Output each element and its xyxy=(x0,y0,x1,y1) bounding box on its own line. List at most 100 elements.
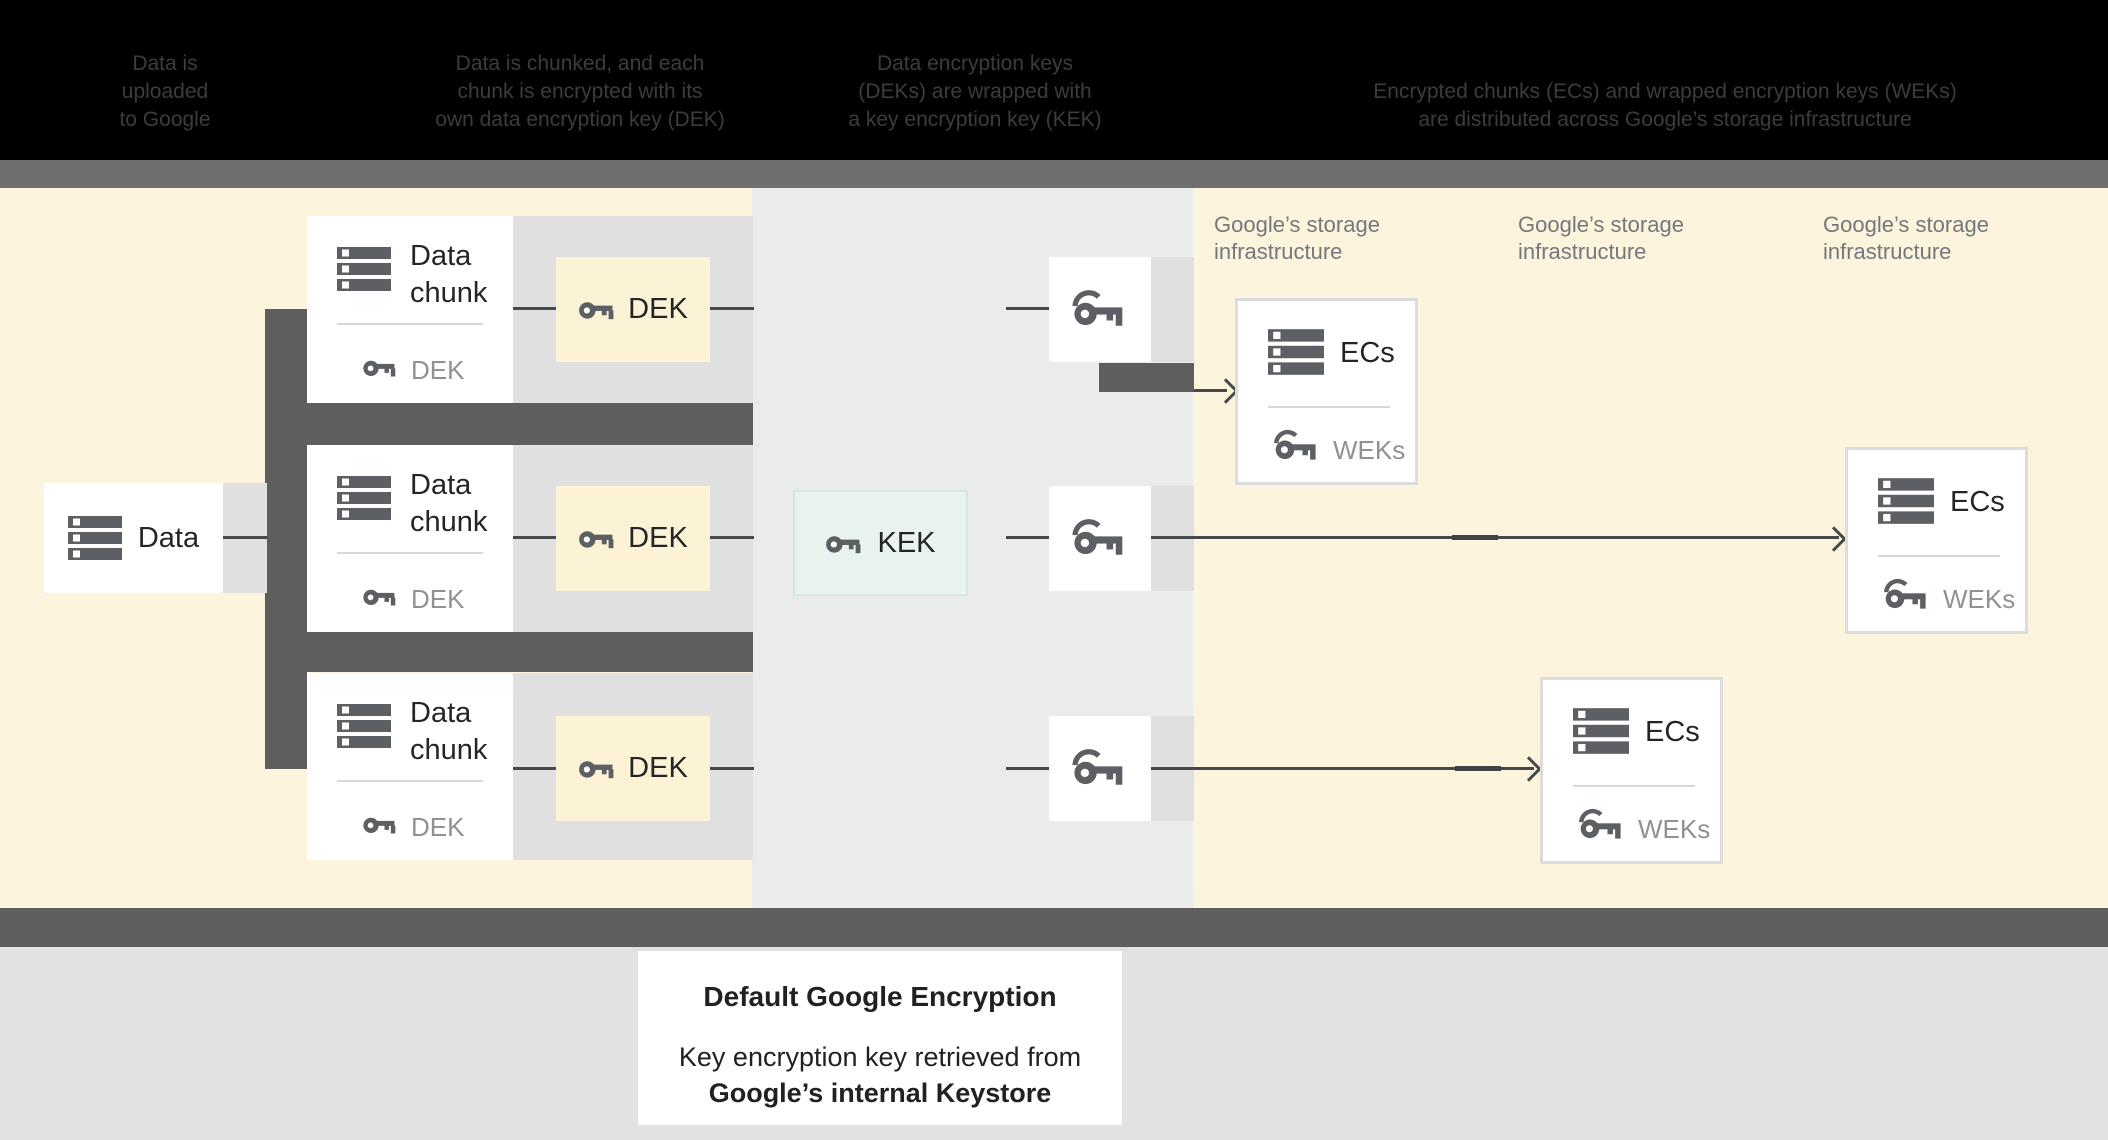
dek-box-3: DEK xyxy=(556,716,710,821)
ecs-box-2: ECs WEKs xyxy=(1845,447,2028,634)
caption-step-4: Encrypted chunks (ECs) and wrapped encry… xyxy=(1285,78,2045,134)
server-icon xyxy=(1268,329,1324,375)
line-band-key3 xyxy=(1006,767,1049,770)
caption-line: uploaded xyxy=(121,80,209,103)
thick-bar-2 xyxy=(307,632,753,672)
line-dek3-band xyxy=(710,767,754,770)
key1-band xyxy=(1151,257,1194,362)
caption-card-line2: Google’s internal Keystore xyxy=(708,1078,1052,1108)
chunk-label: Data chunk xyxy=(410,695,487,769)
storage-label-1: Google’s storage infrastructure xyxy=(1214,211,1464,265)
line-band-key1 xyxy=(1006,307,1049,310)
line-data-trunk xyxy=(223,536,267,539)
ecs-divider xyxy=(1268,406,1390,408)
ecs-weks-label: WEKs xyxy=(1333,435,1406,465)
arrow2-splice xyxy=(1452,535,1498,540)
storage-label-2: Google’s storage infrastructure xyxy=(1518,211,1768,265)
kek-box: KEK xyxy=(793,490,968,596)
key-icon xyxy=(362,811,398,838)
storage-label-line1: Google’s storage xyxy=(1823,212,1989,237)
caption-card-title: Default Google Encryption xyxy=(703,981,1057,1012)
chunk-label-line1: Data xyxy=(410,469,472,501)
ecs-box-label: ECs xyxy=(1950,486,2005,518)
chunk-label-line1: Data xyxy=(410,697,472,729)
line-dek1-band xyxy=(710,307,754,310)
dek-box-label: DEK xyxy=(628,522,688,554)
chunk-divider xyxy=(337,780,483,782)
caption-line: Data is chunked, and each xyxy=(455,52,705,75)
caption-line: (DEKs) are wrapped with xyxy=(858,80,1092,103)
server-icon xyxy=(337,476,391,520)
key-icon xyxy=(362,354,398,381)
storage-label-3: Google’s storage infrastructure xyxy=(1823,211,2073,265)
caption-step-1: Data is uploaded to Google xyxy=(55,50,275,134)
caption-line: chunk is encrypted with its xyxy=(457,80,703,103)
trunk-connector xyxy=(265,309,307,769)
key-icon xyxy=(1072,289,1128,331)
chunk-label-line1: Data xyxy=(410,240,472,272)
chunk-dek-label: DEK xyxy=(411,584,465,614)
line-chunk1-dek1 xyxy=(513,307,557,310)
caption-step-2: Data is chunked, and each chunk is encry… xyxy=(395,50,765,134)
line-chunk3-dek3 xyxy=(513,767,557,770)
key1-thick-stub xyxy=(1099,363,1194,392)
chunk-dek-label: DEK xyxy=(411,812,465,842)
server-icon xyxy=(337,247,391,291)
ecs-box-1: ECs WEKs xyxy=(1235,298,1418,485)
storage-label-line2: infrastructure xyxy=(1823,239,1952,264)
chunk-label-line2: chunk xyxy=(410,734,488,766)
key-icon xyxy=(578,295,616,324)
chunk-divider xyxy=(337,323,483,325)
caption-line: own data encryption key (DEK) xyxy=(435,108,725,131)
chunk-label: Data chunk xyxy=(410,467,487,541)
chunk-label: Data chunk xyxy=(410,238,487,312)
key-icon xyxy=(578,754,616,783)
data-chunk-box-2: Data chunk DEK xyxy=(307,445,513,632)
key-icon xyxy=(1072,518,1128,560)
storage-label-line2: infrastructure xyxy=(1518,239,1647,264)
data-box: Data xyxy=(44,483,223,593)
dek-box-label: DEK xyxy=(628,752,688,784)
ecs-divider xyxy=(1573,785,1695,787)
key-icon xyxy=(362,583,398,610)
dek-box-2: DEK xyxy=(556,486,710,591)
ecs-weks-label: WEKs xyxy=(1943,584,2016,614)
arrow3-line xyxy=(1151,767,1534,770)
caption-line: are distributed across Google’s storage … xyxy=(1418,108,1912,131)
chunk-divider xyxy=(337,552,483,554)
data-chunk-box-3: Data chunk DEK xyxy=(307,673,513,860)
arrow3-splice xyxy=(1455,766,1501,771)
key-icon xyxy=(1274,429,1320,464)
ecs-box-label: ECs xyxy=(1340,337,1395,369)
ecs-box-label: ECs xyxy=(1645,716,1700,748)
storage-label-line1: Google’s storage xyxy=(1518,212,1684,237)
ecs-divider xyxy=(1878,555,2000,557)
kek-box-label: KEK xyxy=(877,526,936,559)
wrap-key-box-2 xyxy=(1049,486,1151,591)
caption-line: Data is xyxy=(132,52,198,75)
chunk-dek-label: DEK xyxy=(411,355,465,385)
data-box-label: Data xyxy=(137,521,200,554)
wrap-key-box-1 xyxy=(1049,257,1151,362)
dek-box-1: DEK xyxy=(556,257,710,362)
server-icon xyxy=(337,704,391,748)
key-icon xyxy=(1072,748,1128,790)
thick-bar-1 xyxy=(307,403,753,445)
arrow1-line xyxy=(1194,389,1227,392)
header-band xyxy=(0,0,2108,160)
data-chunk-box-1: Data chunk DEK xyxy=(307,216,513,403)
key-icon xyxy=(1579,808,1625,843)
caption-card-line1: Key encryption key retrieved from xyxy=(678,1042,1082,1072)
caption-line: Data encryption keys xyxy=(876,52,1074,75)
key-icon xyxy=(1884,578,1930,613)
line-band-key2 xyxy=(1006,536,1049,539)
server-icon xyxy=(67,516,122,560)
dek-box-label: DEK xyxy=(628,293,688,325)
caption-card: Default Google Encryption Key encryption… xyxy=(638,951,1122,1125)
caption-step-3: Data encryption keys (DEKs) are wrapped … xyxy=(755,50,1195,134)
bottom-dark-bar xyxy=(0,908,2108,947)
storage-label-line2: infrastructure xyxy=(1214,239,1343,264)
chunk-label-line2: chunk xyxy=(410,506,488,538)
key-icon xyxy=(578,524,616,553)
